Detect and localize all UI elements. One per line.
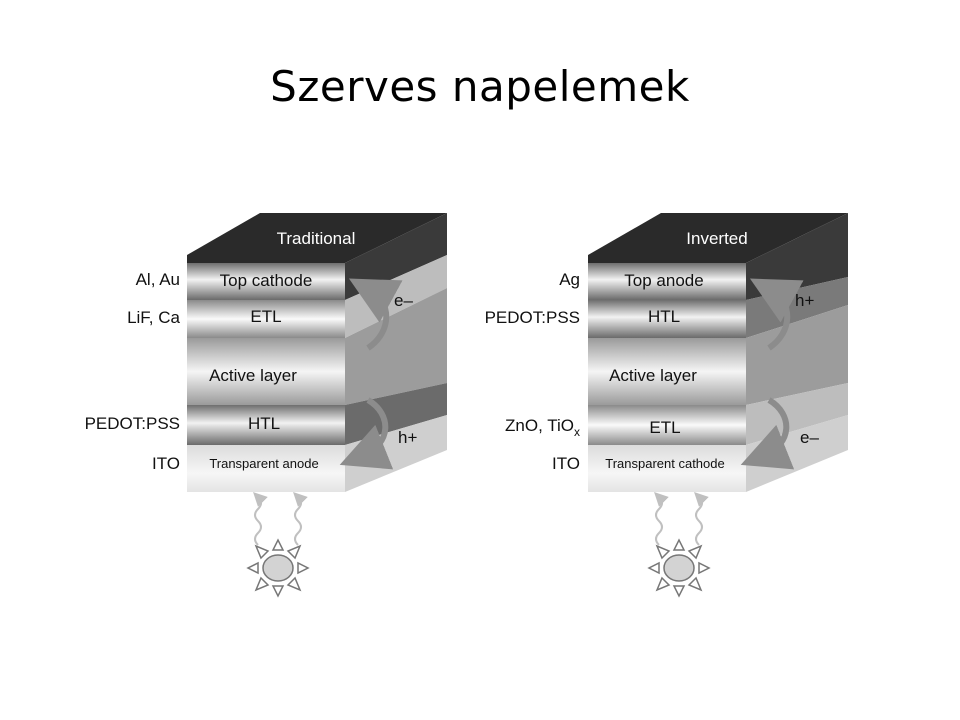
sun-icon-inverted [647,492,711,598]
material-bottom: ITO [552,454,580,473]
carrier-lower: h+ [398,428,417,447]
material-htl: PEDOT:PSS [485,308,580,327]
material-etl-subscript: x [574,425,580,439]
lower-carrier-arrow [339,397,394,470]
stack-header: Inverted [686,229,747,248]
layer-label-top: Top anode [624,271,703,290]
sun-icon-traditional [246,492,310,598]
upper-carrier-arrow [749,278,804,351]
layer-label-etl: ETL [649,418,680,437]
layer-active [187,338,345,405]
side-active [345,288,447,405]
lower-carrier-arrow [740,397,795,470]
layer-active [588,338,746,405]
carrier-upper: h+ [795,291,814,310]
side-top-electrode [746,213,848,300]
layer-etl [187,300,345,338]
material-etl-main: ZnO, TiO [505,416,574,435]
layer-label-top: Top cathode [220,271,313,290]
top-face [187,213,447,263]
stack-header: Traditional [277,229,356,248]
layer-bottom [588,445,746,492]
layer-label-bottom: Transparent cathode [605,456,724,471]
slide-title: Szerves napelemek [270,62,690,111]
side-bottom [746,415,848,492]
carrier-upper: e– [394,291,413,310]
inverted-stack: Inverted Top anode HTL Active layer ETL … [485,213,848,492]
layer-top-electrode [588,263,746,300]
layer-label-active: Active layer [609,366,697,385]
material-bottom: ITO [152,454,180,473]
material-htl: PEDOT:PSS [85,414,180,433]
layer-top-electrode [187,263,345,300]
layer-htl [187,405,345,445]
layer-label-htl: HTL [248,414,280,433]
material-etl: LiF, Ca [127,308,180,327]
material-top: Al, Au [136,270,180,289]
side-top-electrode [345,213,447,300]
layer-etl [588,405,746,445]
carrier-lower: e– [800,428,819,447]
traditional-stack: Traditional Top cathode ETL Active layer… [85,213,447,492]
layer-label-active: Active layer [209,366,297,385]
material-top: Ag [559,270,580,289]
layer-bottom [187,445,345,492]
side-bottom [345,415,447,492]
material-etl: ZnO, TiOx [505,416,580,439]
layer-label-bottom: Transparent anode [209,456,318,471]
layer-htl [588,300,746,338]
layer-label-htl: HTL [648,307,680,326]
upper-carrier-arrow [348,278,403,351]
top-face [588,213,848,263]
layer-label-etl: ETL [250,307,281,326]
side-active [746,305,848,405]
